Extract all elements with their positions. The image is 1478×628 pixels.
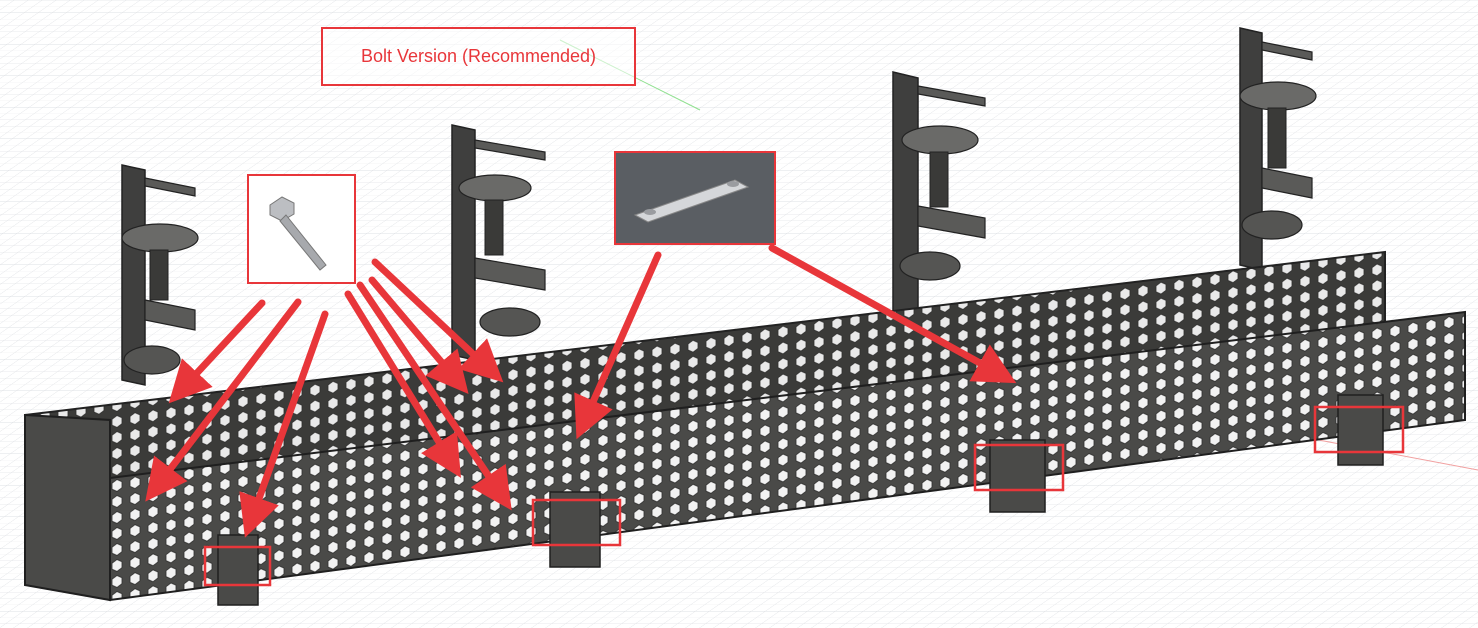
desk-clamp-2 — [451, 124, 546, 361]
tray-left-end — [24, 413, 111, 602]
desk-clamp-3 — [892, 71, 986, 331]
connector-plate-icon — [633, 179, 750, 223]
annotation-arrows — [145, 244, 1017, 538]
hex-bolt-icon — [269, 196, 327, 271]
desk-clamp-4 — [1239, 27, 1317, 271]
bolt-inset — [247, 174, 356, 284]
annotation-title: Bolt Version (Recommended) — [321, 27, 636, 86]
desk-clamp-1 — [121, 164, 199, 386]
bolt-location-boxes — [203, 405, 1405, 587]
connector-plate-inset — [614, 151, 776, 245]
